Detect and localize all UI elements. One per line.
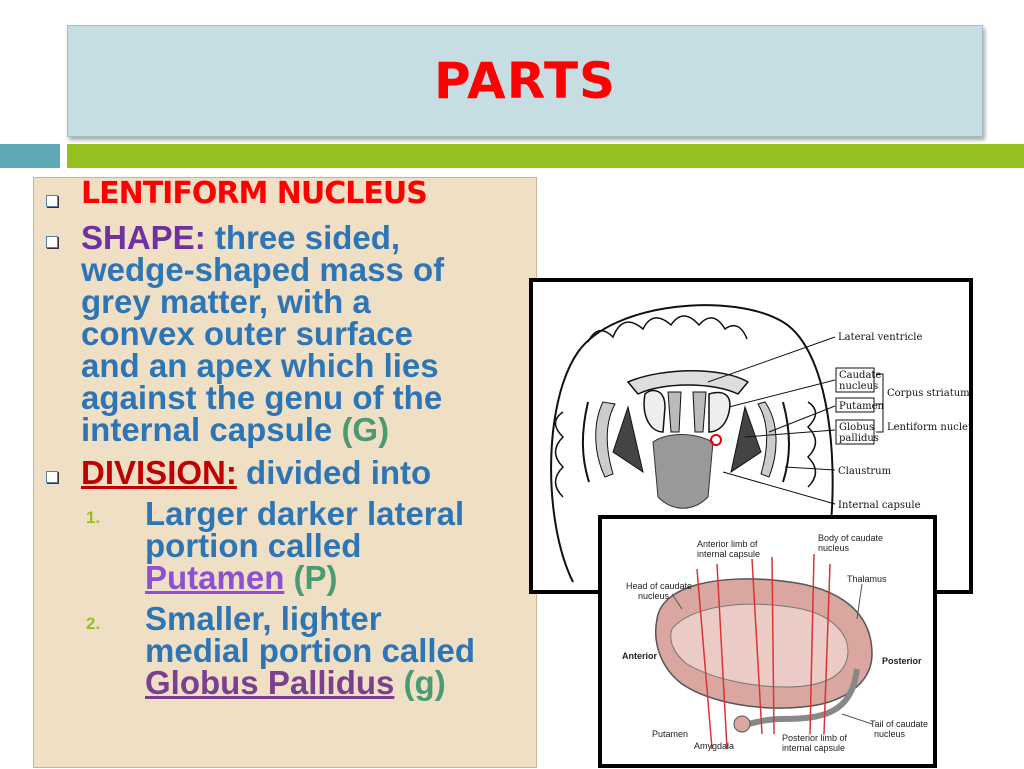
label-caudate-2: nucleus xyxy=(839,381,878,392)
label-posterior-limb-1: Posterior limb of xyxy=(782,733,848,743)
basal-nuclei-figure: Anterior limb of internal capsule Body o… xyxy=(598,515,937,768)
label-putamen: Putamen xyxy=(652,729,688,739)
label-globus-2: pallidus xyxy=(839,433,879,444)
shape-line: against the genu of the xyxy=(81,379,443,416)
label-anterior-limb-2: internal capsule xyxy=(697,549,760,559)
shape-line: wedge-shaped mass of xyxy=(81,251,445,288)
division-label: DIVISION: xyxy=(81,454,237,491)
label-caudate-1: Caudate xyxy=(839,370,881,381)
label-tail-caudate-1: Tail of caudate xyxy=(870,719,928,729)
label-head-caudate-2: nucleus xyxy=(638,591,670,601)
label-putamen: Putamen xyxy=(839,401,885,412)
shape-line: convex outer surface xyxy=(81,315,413,352)
coronal-section-drawing: Lateral ventricle Caudate nucleus Corpus… xyxy=(550,304,980,583)
label-tail-caudate-2: nucleus xyxy=(874,729,906,739)
label-globus-1: Globus xyxy=(839,422,874,433)
label-lentiform-nucleus: Lentiform nucleus xyxy=(887,422,969,433)
shape-line: grey matter, with a xyxy=(81,283,371,320)
shape-line: and an apex which lies xyxy=(81,347,439,384)
label-body-caudate-1: Body of caudate xyxy=(818,533,883,543)
globus-tag: (g) xyxy=(403,664,446,701)
green-accent-band xyxy=(67,144,1024,168)
shape-label: SHAPE: xyxy=(81,219,206,256)
putamen-tag: (P) xyxy=(293,559,338,596)
label-posterior: Posterior xyxy=(882,656,922,666)
label-lateral-ventricle: Lateral ventricle xyxy=(838,332,922,343)
shape-line: internal capsule (G) xyxy=(81,411,390,448)
item-number: 2. xyxy=(86,614,101,633)
label-head-caudate-1: Head of caudate xyxy=(626,581,692,591)
item-line: Putamen (P) xyxy=(145,559,338,596)
item-line: Smaller, lighter xyxy=(145,600,382,637)
shape-text: three sided, xyxy=(214,219,401,256)
slide-title: PARTS xyxy=(433,52,617,110)
division-text: divided into xyxy=(246,454,432,491)
teal-accent-band xyxy=(0,144,60,168)
label-anterior: Anterior xyxy=(622,651,658,661)
label-claustrum: Claustrum xyxy=(838,466,892,477)
term-globus-pallidus: Globus Pallidus xyxy=(145,664,395,701)
title-box: PARTS xyxy=(67,25,983,137)
shape-line: SHAPE: three sided, xyxy=(81,219,401,256)
label-anterior-limb-1: Anterior limb of xyxy=(697,539,758,549)
division-line: DIVISION: divided into xyxy=(81,454,432,491)
bullet-square-icon xyxy=(46,471,58,483)
label-corpus-striatum: Corpus striatum xyxy=(887,388,969,399)
content-panel xyxy=(33,177,537,768)
label-body-caudate-2: nucleus xyxy=(818,543,850,553)
label-posterior-limb-2: internal capsule xyxy=(782,743,845,753)
item-line: Larger darker lateral xyxy=(145,495,465,532)
item-line: medial portion called xyxy=(145,632,476,669)
genu-tag: (G) xyxy=(341,411,390,448)
item-number: 1. xyxy=(86,508,101,527)
item-line: Globus Pallidus (g) xyxy=(145,664,446,701)
label-internal-capsule: Internal capsule xyxy=(838,500,921,511)
basal-nuclei-drawing: Anterior limb of internal capsule Body o… xyxy=(622,533,928,753)
bullet-square-icon xyxy=(46,195,58,207)
heading-lentiform-nucleus: Lentiform nucleus xyxy=(81,176,428,211)
label-amygdala: Amygdala xyxy=(694,741,734,751)
bullet-square-icon xyxy=(46,236,58,248)
term-putamen: Putamen xyxy=(145,559,285,596)
item-line: portion called xyxy=(145,527,362,564)
label-thalamus: Thalamus xyxy=(847,574,887,584)
shape-text: internal capsule xyxy=(81,411,333,448)
